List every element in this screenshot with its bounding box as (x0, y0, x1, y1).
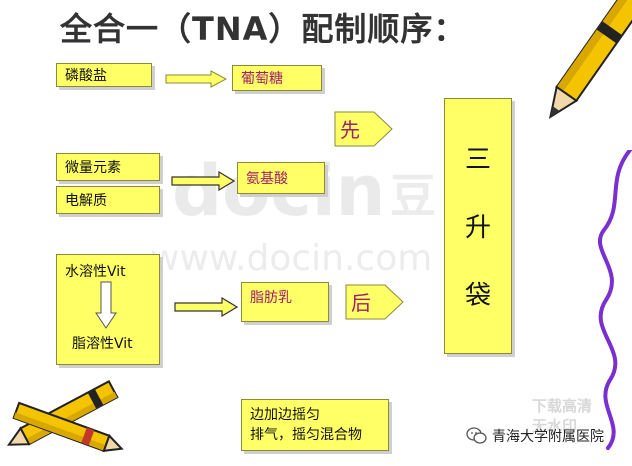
electrolyte-box: 电解质 (56, 186, 160, 214)
note-line-2: 排气，摇匀混合物 (250, 427, 362, 443)
pencil-top-right-icon (548, 0, 632, 119)
arrow-electrolyte-amino (171, 171, 235, 191)
water-soluble-vit-label: 水溶性Vit (65, 264, 126, 280)
glucose-box: 葡萄糖 (232, 65, 322, 91)
mixing-note-box: 边加边摇匀 排气，摇匀混合物 (241, 399, 389, 451)
wechat-account-badge: 青海大学附属医院 (466, 426, 604, 446)
wechat-icon (466, 427, 487, 444)
trace-elements-box: 微量元素 (56, 153, 160, 181)
bag-char-1: 三 (464, 145, 491, 175)
bag-char-2: 升 (464, 213, 491, 243)
arrow-phosphate-glucose (165, 70, 227, 88)
corner-watermark-line-1: 下载高清 (532, 397, 593, 415)
first-label: 先 (340, 118, 360, 142)
wechat-account-name: 青海大学附属医院 (492, 429, 604, 445)
fat-emulsion-label: 脂肪乳 (250, 290, 292, 306)
corner-watermark: 下载高清 无水印 (532, 396, 592, 436)
down-arrow-icon (95, 281, 117, 329)
first-arrow-shape (334, 111, 393, 147)
fat-emulsion-box: 脂肪乳 (241, 282, 329, 322)
after-label: 后 (351, 291, 371, 315)
watermark-url: www.docin.com (150, 238, 433, 279)
fat-soluble-vit-label: 脂溶性Vit (72, 336, 133, 352)
phosphate-box: 磷酸盐 (56, 63, 152, 87)
three-liter-bag-box: 三 升 袋 (444, 98, 512, 354)
note-line-1: 边加边摇匀 (250, 407, 320, 423)
vitamin-box: 水溶性Vit 脂溶性Vit (56, 254, 160, 365)
amino-acid-box: 氨基酸 (237, 162, 325, 194)
pencils-bottom-left-icon (6, 379, 124, 453)
arrow-vitamin-fat (174, 297, 238, 317)
after-arrow-shape (345, 284, 404, 320)
watermark-logo-cn: 豆 (390, 169, 436, 223)
page-title: 全合一（TNA）配制顺序： (60, 10, 467, 48)
purple-squiggle-icon (597, 150, 632, 450)
bag-char-3: 袋 (464, 281, 491, 311)
corner-watermark-line-2: 无水印 (532, 417, 578, 435)
